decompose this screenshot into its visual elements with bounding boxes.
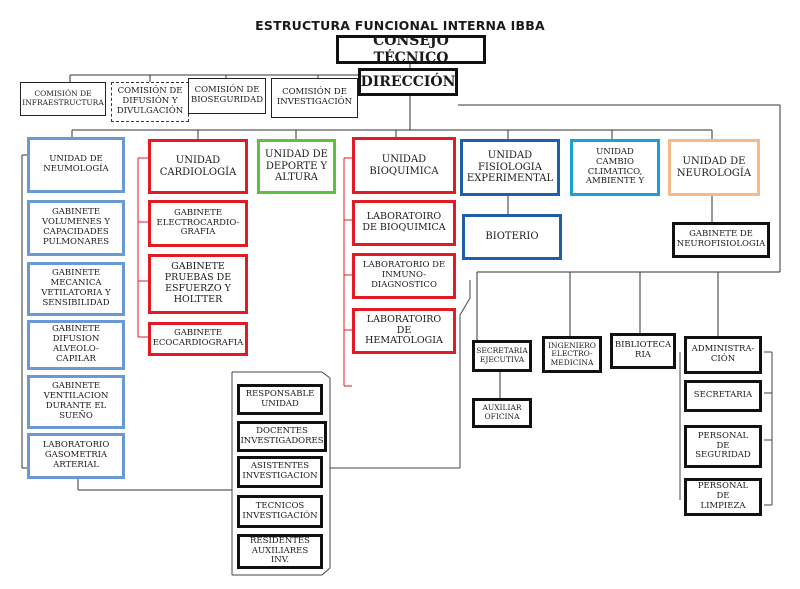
bioquimica-item: LABORATORIO DE INMUNO-DIAGNOSTICO bbox=[352, 253, 456, 299]
admin-item: ADMINISTRA-CIÓN bbox=[684, 336, 762, 374]
staff-item: ASISTENTES INVESTIGACION bbox=[237, 456, 323, 488]
direccion-box: DIRECCIÓN bbox=[358, 68, 458, 96]
staff-item: DOCENTES INVESTIGADORES bbox=[237, 421, 327, 452]
staff-item: RESPONSABLE UNIDAD bbox=[237, 384, 323, 415]
unit-neumologia: UNIDAD DE NEUMOLOGÍA bbox=[27, 137, 125, 193]
neumologia-item: GABINETE DIFUSION ALVEOLO-CAPILAR bbox=[27, 320, 125, 370]
neumologia-item: GABINETE MECANICA VETILATORIA Y SENSIBIL… bbox=[27, 262, 125, 316]
cardiologia-item: GABINETE ELECTROCARDIO-GRAFIA bbox=[148, 200, 248, 247]
staff-item: TECNICOS INVESTIGACIÓN bbox=[237, 495, 323, 528]
neumologia-item: LABORATORIO GASOMETRIA ARTERIAL bbox=[27, 433, 125, 479]
consejo-tecnico-box: CONSEJO TÉCNICO bbox=[336, 35, 486, 64]
unit-bioquimica: UNIDAD BIOQUIMICA bbox=[352, 137, 456, 194]
biblioteca-box: BIBLIOTECA RIA bbox=[610, 333, 676, 369]
admin-item: SECRETARIA bbox=[684, 380, 762, 412]
neumologia-item: GABINETE VOLUMENES Y CAPACIDADES PULMONA… bbox=[27, 200, 125, 256]
unit-fisiologia: UNIDAD FISIOLOGIA EXPERIMENTAL bbox=[460, 139, 560, 196]
comision-infraestructura: COMISIÓN DE INFRAESTRUCTURA bbox=[20, 82, 106, 116]
unit-cardiologia: UNIDAD CARDIOLOGÍA bbox=[148, 139, 248, 194]
cardiologia-item: GABINETE ECOCARDIOGRAFIA bbox=[148, 322, 248, 356]
bioterio-box: BIOTERIO bbox=[462, 214, 562, 260]
admin-item: PERSONAL DE LIMPIEZA bbox=[684, 478, 762, 516]
ingeniero-box: INGENIERO ELECTRO-MEDICINA bbox=[542, 336, 602, 373]
comision-difusion: COMISIÓN DE DIFUSIÓN Y DIVULGACIÓN bbox=[111, 82, 189, 122]
admin-item: PERSONAL DE SEGURIDAD bbox=[684, 425, 762, 468]
staff-item: RESIDENTES AUXILIARES INV. bbox=[237, 534, 323, 569]
unit-cambio-climatico: UNIDAD CAMBIO CLIMATICO, AMBIENTE Y bbox=[570, 139, 660, 196]
cardiologia-item: GABINETE PRUEBAS DE ESFUERZO Y HOLTTER bbox=[148, 254, 248, 314]
unit-neurologia: UNIDAD DE NEUROLOGÍA bbox=[668, 139, 760, 196]
neurofisiologia-box: GABINETE DE NEUROFISIOLOGIA bbox=[672, 222, 770, 258]
bioquimica-item: LABORATOIRO DE BIOQUIMICA bbox=[352, 200, 456, 246]
chart-title: ESTRUCTURA FUNCIONAL INTERNA IBBA bbox=[255, 18, 545, 33]
unit-deporte: UNIDAD DE DEPORTE Y ALTURA bbox=[257, 139, 336, 194]
auxiliar-oficina-box: AUXILIAR OFICINA bbox=[472, 398, 532, 428]
comision-investigacion: COMISIÓN DE INVESTIGACIÓN bbox=[271, 78, 358, 118]
comision-bioseguridad: COMISIÓN DE BIOSEGURIDAD bbox=[188, 78, 266, 114]
bioquimica-item: LABORATOIRO DE HEMATOLOGIA bbox=[352, 308, 456, 354]
secretaria-ejecutiva-box: SECRETARIA EJECUTIVA bbox=[472, 340, 532, 372]
neumologia-item: GABINETE VENTILACION DURANTE EL SUEÑO bbox=[27, 375, 125, 429]
